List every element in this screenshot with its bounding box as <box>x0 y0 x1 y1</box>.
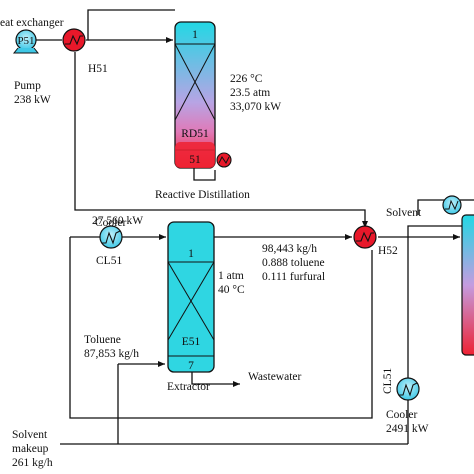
h52-label: H52 <box>378 245 398 257</box>
cooler-right-name: CL51 <box>382 368 394 394</box>
heat-exchanger-h52[interactable] <box>353 225 377 249</box>
pipe-wastewater <box>191 372 240 387</box>
stream-flow: 98,443 kg/h <box>262 243 317 255</box>
cooler-cl51-top[interactable] <box>99 225 123 249</box>
rd-bottom-stage: 51 <box>189 154 201 166</box>
stream-toluene: 0.888 toluene <box>262 257 325 269</box>
toluene-label: Toluene <box>84 334 121 346</box>
rd-name: RD51 <box>181 128 209 140</box>
pipe-h51-to-h52 <box>74 52 368 228</box>
pump-base-icon <box>12 47 40 54</box>
rd-caption: Reactive Distillation <box>155 189 250 201</box>
solvent-makeup-flow: 261 kg/h <box>12 457 53 469</box>
cooler-top-duty: 27 560 kW <box>92 215 143 227</box>
extractor-body <box>167 221 215 373</box>
pipe-network <box>36 9 474 445</box>
extractor-name: E51 <box>182 336 201 348</box>
cooler-top-label: Cooler <box>95 217 126 229</box>
pipe-rd-bottom <box>193 168 216 181</box>
rd-sump <box>175 142 215 168</box>
cooler-right-label: Cooler <box>386 409 417 421</box>
cooler-top-coil-icon <box>102 230 121 245</box>
heat-exchanger-label: eat exchanger <box>0 17 64 29</box>
extractor-top-stage: 1 <box>188 248 194 260</box>
pipe-right-cooler-top <box>407 225 470 378</box>
h51-coil-icon <box>65 34 83 46</box>
extractor-bottom-stage: 7 <box>188 360 194 372</box>
solvent-label: Solvent <box>386 207 422 219</box>
rd-pressure: 23.5 atm <box>230 87 270 99</box>
wastewater-label: Wastewater <box>248 371 302 383</box>
pump-power: 238 kW <box>14 94 51 106</box>
solvent-cooler-icon <box>442 195 462 215</box>
right-column-partial <box>461 214 474 356</box>
h52-coil-icon <box>356 231 374 243</box>
h52-icon <box>353 225 377 249</box>
reboiler[interactable] <box>216 152 232 168</box>
rd-temperature: 226 °C <box>230 73 263 85</box>
rd-duty: 33,070 kW <box>230 101 281 113</box>
h51-icon <box>62 28 86 52</box>
reboiler-coil-icon <box>218 156 230 164</box>
stream-furfural: 0.111 furfural <box>262 271 325 283</box>
pump-label: Pump <box>14 80 41 92</box>
extractor-caption: Extractor <box>167 381 210 393</box>
pipe-solvent-top <box>417 199 448 215</box>
reactive-distillation-column[interactable]: 1 RD51 51 <box>174 21 216 169</box>
h51-label: H51 <box>88 63 108 75</box>
heat-exchanger-h51[interactable] <box>62 28 86 52</box>
cooler-right-coil-icon <box>399 382 418 397</box>
cooler-cl51-right[interactable] <box>396 377 420 401</box>
cooler-right-duty: 2491 kW <box>386 423 429 435</box>
solvent-cooler-coil-icon <box>445 199 459 211</box>
extractor-temperature: 40 °C <box>218 284 245 296</box>
pipe-h51-to-rd <box>86 9 175 41</box>
rd-packing-icon-2 <box>174 43 216 121</box>
toluene-flow: 87,853 kg/h <box>84 348 139 360</box>
solvent-makeup-line1: Solvent <box>12 429 48 441</box>
pump-p51[interactable]: P51 <box>12 29 40 54</box>
solvent-makeup-line2: makeup <box>12 443 49 455</box>
rd-top-stage: 1 <box>192 29 198 41</box>
extractor-column[interactable]: 1 E51 7 <box>167 221 215 373</box>
pump-tag: P51 <box>17 35 34 47</box>
extractor-packing-icon-2 <box>167 261 215 341</box>
extractor-pressure: 1 atm <box>218 270 244 282</box>
cooler-top-name: CL51 <box>96 255 122 267</box>
solvent-cooler[interactable] <box>442 195 462 215</box>
pipe-left-loop <box>69 237 373 419</box>
